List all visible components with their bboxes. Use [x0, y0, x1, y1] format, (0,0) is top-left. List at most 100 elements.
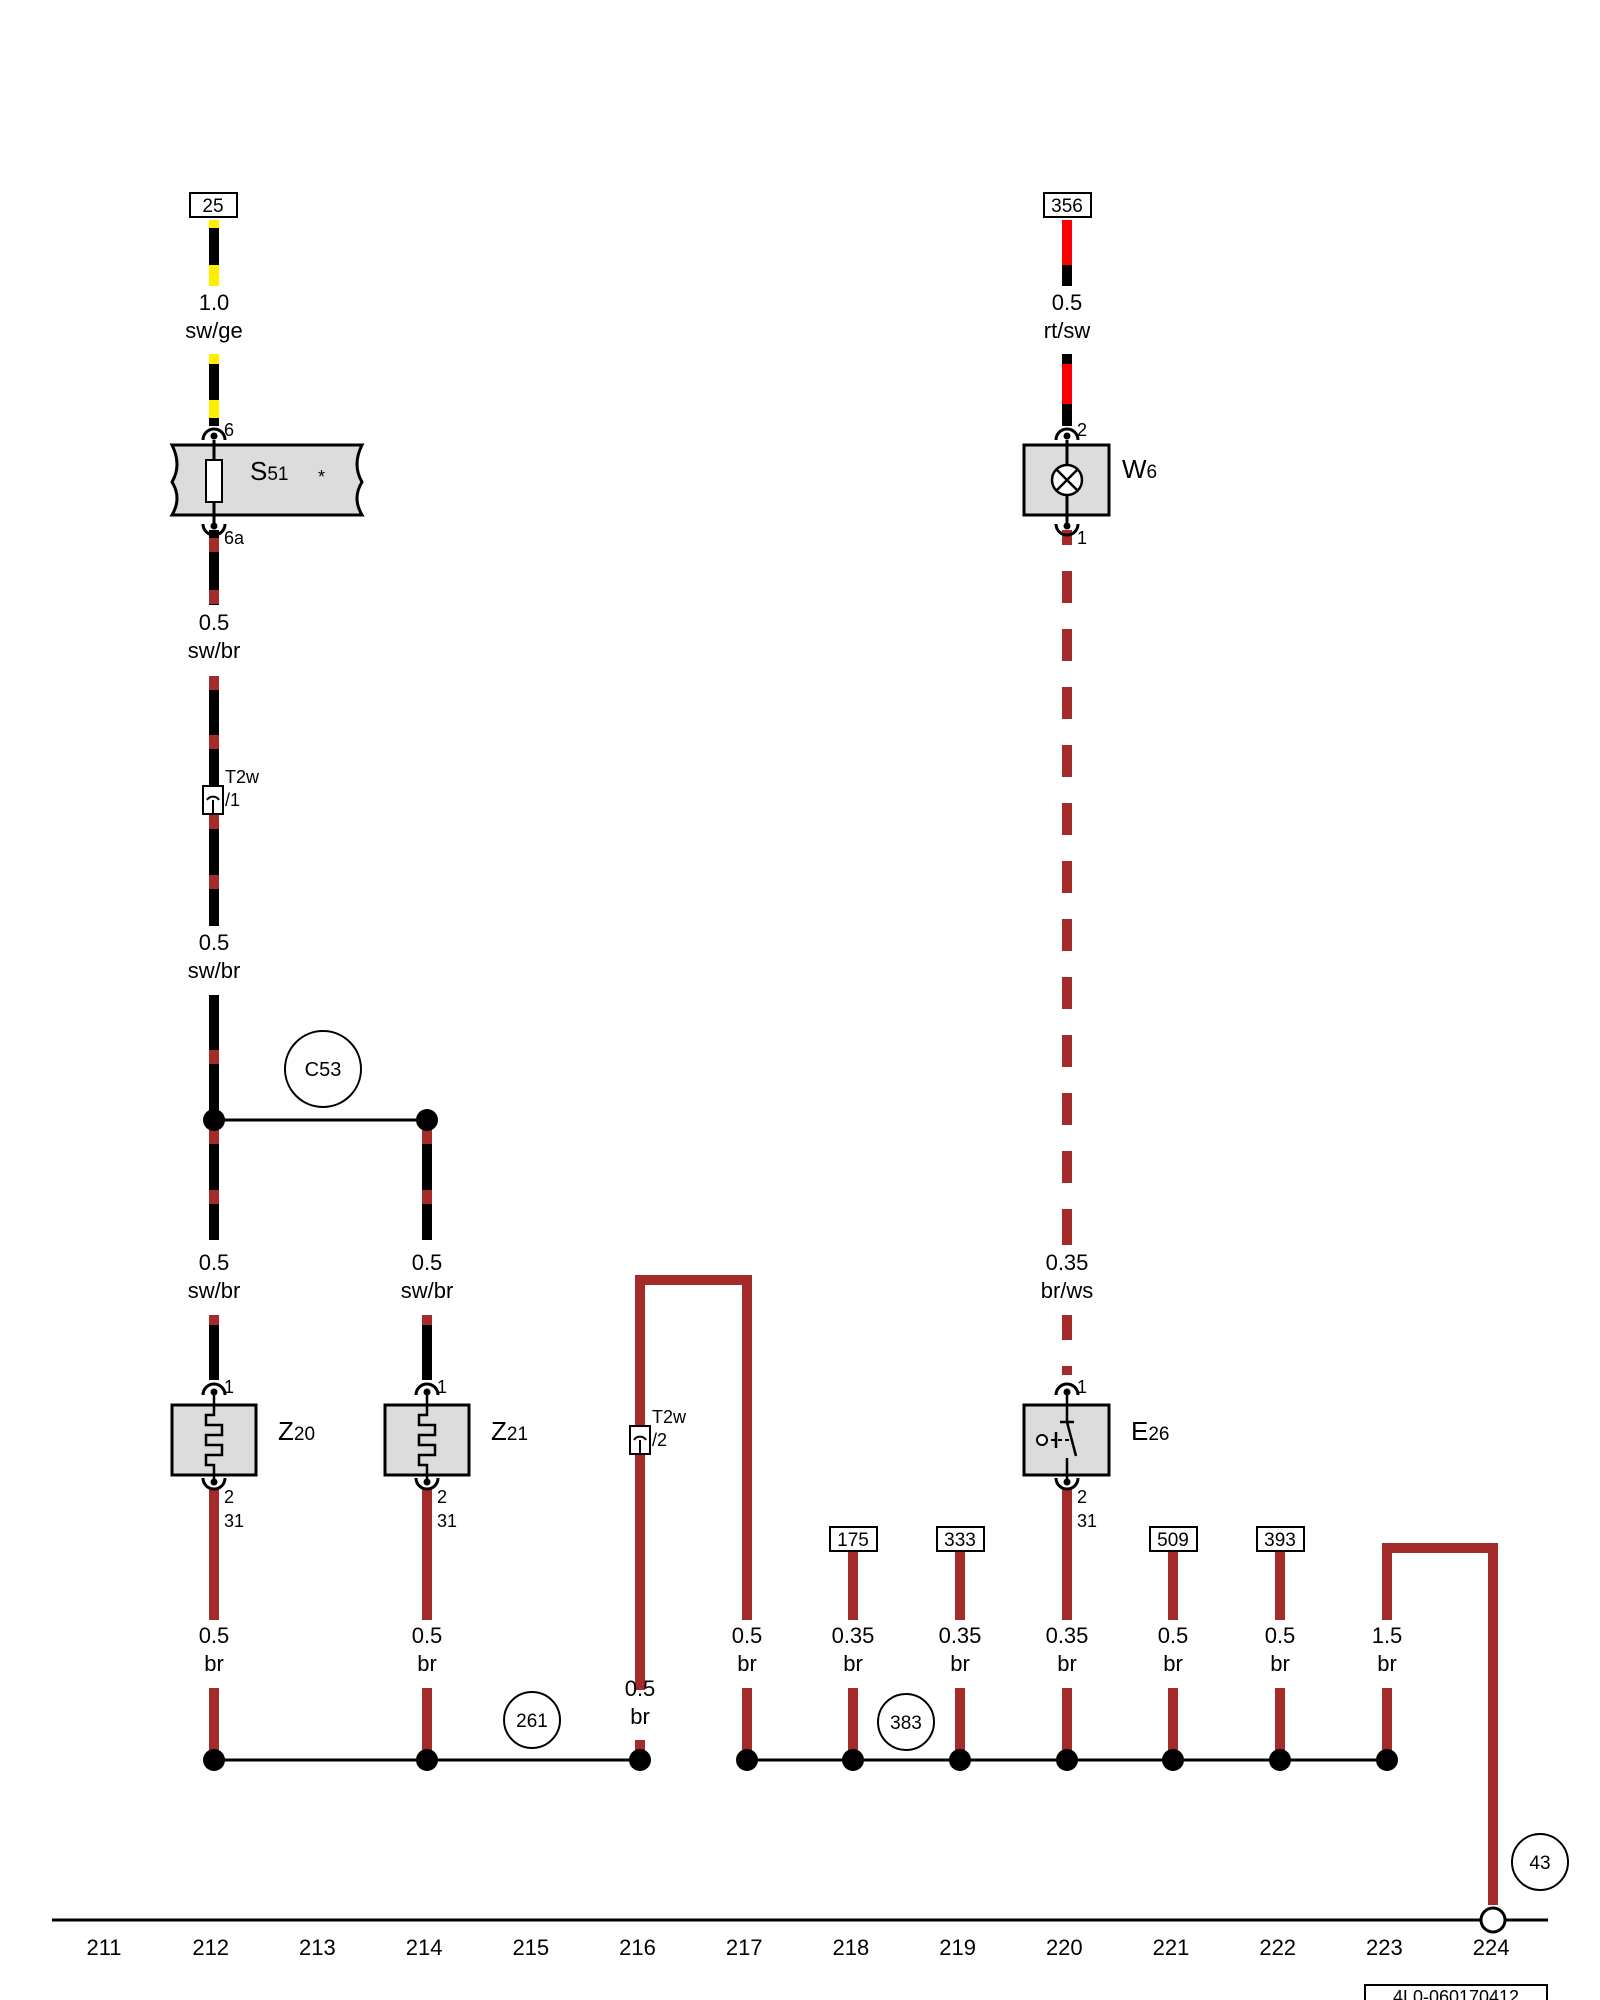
splice-point [1269, 1749, 1291, 1771]
wire-sw-br-2-stripe [209, 875, 219, 889]
diagram-id-label: 4L0-060170412 [1393, 1987, 1519, 2000]
ref-box-333 [936, 1526, 985, 1552]
wire-sw-br-4 [422, 1120, 432, 1240]
wire-br-1-5-ground [1382, 1543, 1498, 1905]
wire-color: br [1377, 1651, 1397, 1676]
marker-261-label: 261 [516, 1711, 548, 1732]
wire-gauge: 0.5 [412, 1623, 443, 1648]
wire-color: br [1270, 1651, 1290, 1676]
track-number: 224 [1473, 1935, 1510, 1960]
track-number: 214 [406, 1935, 443, 1960]
switch-actuator-knob [1036, 1434, 1048, 1446]
track-number: 219 [939, 1935, 976, 1960]
wire-br-393-lower [1275, 1688, 1285, 1760]
wire-color: sw/ge [185, 318, 242, 343]
wire-sw-br-4-stripe [422, 1130, 432, 1144]
connector-clip [633, 1435, 647, 1441]
wire-color: sw/br [188, 958, 241, 983]
wire-color: br [204, 1651, 224, 1676]
pin-label: 1 [1077, 528, 1087, 548]
pin-clip-top [1054, 1382, 1080, 1396]
ref-box-509-label: 509 [1157, 1530, 1189, 1551]
pin-label: 2 [437, 1487, 447, 1507]
wire-br-ws-stripe [1062, 603, 1072, 629]
marker-43-label: 43 [1529, 1853, 1550, 1874]
heater-icon [204, 1395, 224, 1482]
wire-br-175 [848, 1552, 858, 1620]
wire-br-223-lower [1382, 1688, 1392, 1760]
connector-t2w-2: T2w /2 [629, 1407, 687, 1455]
fuse-icon [205, 459, 223, 503]
pin-dot [210, 1388, 218, 1396]
wire-sw-br-1 [209, 530, 219, 605]
wire-rt-sw-stripe [1062, 364, 1072, 404]
wire-sw-br-2-stripe [209, 815, 219, 829]
wire-gauge: 0.5 [412, 1250, 443, 1275]
component-label: Z20 [278, 1416, 315, 1446]
splice-point [949, 1749, 971, 1771]
wire-br-z21-lower [422, 1688, 432, 1760]
pin-dot [423, 1388, 431, 1396]
splice-point [1056, 1749, 1078, 1771]
wire-color: br [1057, 1651, 1077, 1676]
splice-point [1376, 1749, 1398, 1771]
wire-br-z20-lower [209, 1688, 219, 1760]
ref-box-356-label: 356 [1051, 196, 1083, 217]
pin-clip-top [1054, 427, 1080, 441]
wire-gauge: 0.5 [199, 1250, 230, 1275]
ref-box-356 [1043, 192, 1092, 218]
connector-clip [206, 795, 220, 801]
connector-label: T2w [652, 1407, 687, 1427]
wire-gauge: 0.5 [625, 1676, 656, 1701]
splice-point [203, 1109, 225, 1131]
component-label: W6 [1122, 454, 1157, 484]
component-z21: Z21 1 2 31 [383, 1377, 528, 1531]
wire-sw-ge-upper [209, 220, 219, 286]
wire-sw-br-5 [209, 1315, 219, 1380]
ground-point-43 [1479, 1906, 1507, 1934]
pin-dot [210, 522, 218, 530]
wire-gauge: 0.5 [1158, 1623, 1189, 1648]
wire-br-ws-stripe [1062, 1067, 1072, 1093]
component-e26: E26 1 2 31 [1022, 1377, 1169, 1531]
wire-br-ws-stripe [1062, 661, 1072, 687]
wire-sw-br-2-stripe [209, 676, 219, 690]
pin-label: 1 [437, 1377, 447, 1397]
diagram-id-box [1364, 1984, 1548, 2000]
heater-box [383, 1403, 471, 1477]
wire-color: br [417, 1651, 437, 1676]
track-number: 223 [1366, 1935, 1403, 1960]
marker-43 [1511, 1833, 1569, 1891]
pin-clip-top [201, 427, 227, 441]
wire-sw-br-4-stripe [422, 1190, 432, 1204]
wire-gauge: 0.5 [199, 930, 230, 955]
track-number: 215 [512, 1935, 549, 1960]
wire-labels: 1.0 sw/ge 0.5 sw/br 0.5 sw/br 0.5 sw/br … [185, 290, 1402, 1729]
pin-label: 31 [437, 1511, 457, 1531]
pin-clip-bottom [1054, 523, 1080, 537]
wire-rt-sw-stripe [1062, 220, 1072, 265]
pin-dot [210, 1478, 218, 1486]
marker-383-label: 383 [890, 1713, 922, 1734]
wire-br-ws-stripe [1062, 951, 1072, 977]
wire-br-ws-stripe [1062, 1009, 1072, 1035]
splice-point [629, 1749, 651, 1771]
wire-br-loop-216-217 [635, 1275, 752, 1690]
track-number: 211 [86, 1935, 121, 1960]
diagram-id: 4L0-060170412 [1364, 1984, 1548, 2000]
pin-dot [210, 432, 218, 440]
ref-box-175-label: 175 [837, 1530, 869, 1551]
wire-layer [209, 220, 1498, 1905]
connector-t2w-1: T2w /1 [202, 767, 260, 815]
pin-clip-bottom [414, 1477, 440, 1491]
wire-color: sw/br [401, 1278, 454, 1303]
connector-label: T2w [225, 767, 260, 787]
wire-br-ws-stripe [1062, 835, 1072, 861]
ref-box-393 [1256, 1526, 1305, 1552]
wire-sw-br-1-stripe [209, 590, 219, 604]
wire-color: br [950, 1651, 970, 1676]
wire-sw-br-3-stripe [209, 1130, 219, 1144]
pin-clip-top [414, 1382, 440, 1396]
